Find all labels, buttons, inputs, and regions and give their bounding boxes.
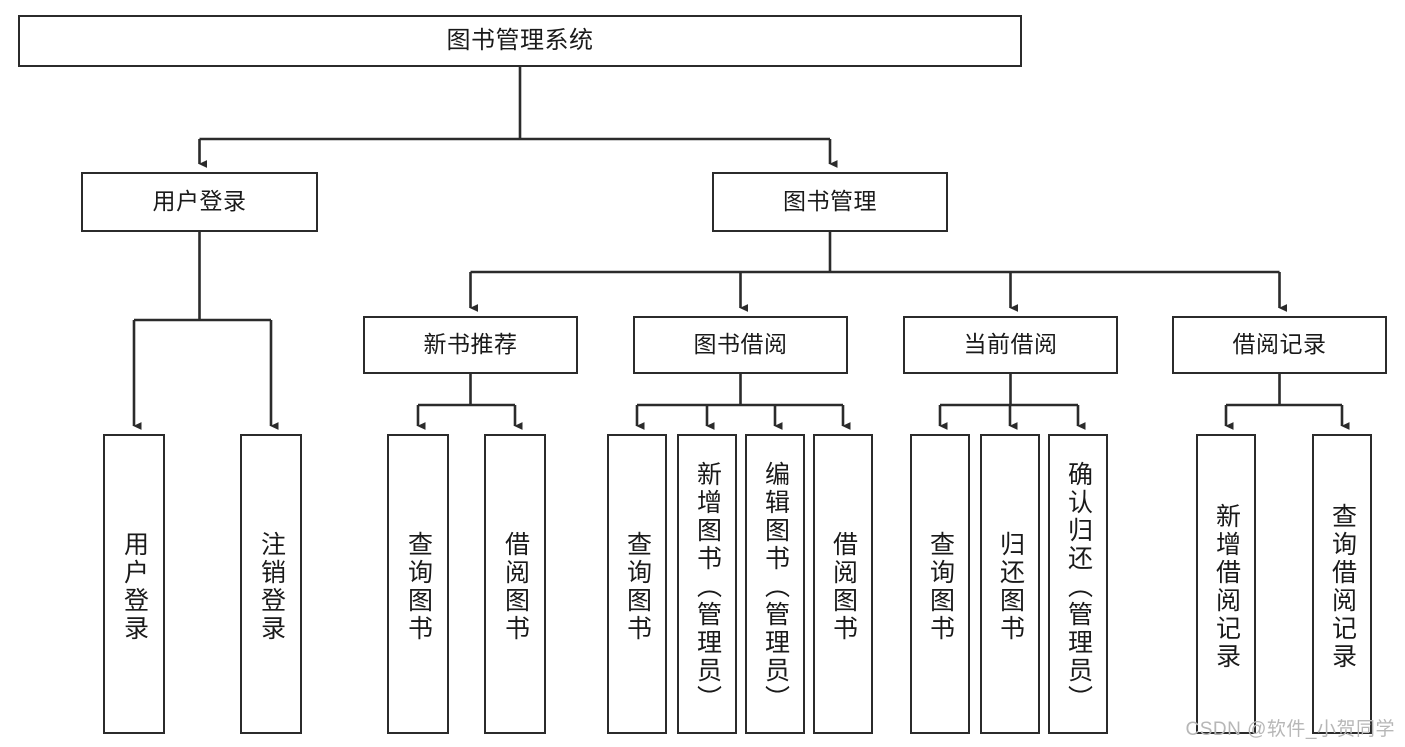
node-label: 查询借阅记录 bbox=[1328, 503, 1357, 671]
node-leaf-rec-query-book[interactable]: 查询图书 bbox=[387, 434, 449, 734]
watermark-text: CSDN @软件_小贺同学 bbox=[1185, 719, 1395, 740]
node-label: 归还图书 bbox=[996, 531, 1025, 643]
node-book-borrow[interactable]: 图书借阅 bbox=[633, 316, 848, 374]
node-label: 新增借阅记录 bbox=[1212, 503, 1241, 671]
node-leaf-logout[interactable]: 注销登录 bbox=[240, 434, 302, 734]
node-label: 图书管理系统 bbox=[446, 26, 594, 54]
node-label: 图书管理 bbox=[783, 188, 877, 215]
node-label: 借阅图书 bbox=[829, 531, 858, 643]
node-current-borrow[interactable]: 当前借阅 bbox=[903, 316, 1118, 374]
node-label: 查询图书 bbox=[404, 531, 433, 643]
node-label: 用户登录 bbox=[120, 531, 149, 643]
node-book-management[interactable]: 图书管理 bbox=[712, 172, 948, 232]
node-label: 查询图书 bbox=[623, 531, 652, 643]
node-label: 用户登录 bbox=[152, 188, 247, 215]
node-borrow-record[interactable]: 借阅记录 bbox=[1172, 316, 1387, 374]
node-leaf-bb-edit-book-admin[interactable]: 编辑图书（管理员） bbox=[745, 434, 805, 734]
node-leaf-cb-query-book[interactable]: 查询图书 bbox=[910, 434, 970, 734]
node-leaf-bb-add-book-admin[interactable]: 新增图书（管理员） bbox=[677, 434, 737, 734]
node-label: 图书借阅 bbox=[693, 331, 788, 358]
node-leaf-rec-borrow-book[interactable]: 借阅图书 bbox=[484, 434, 546, 734]
node-label: 新书推荐 bbox=[423, 331, 518, 358]
node-label: 新增图书（管理员） bbox=[693, 461, 722, 713]
node-label: 编辑图书（管理员） bbox=[761, 461, 790, 713]
node-leaf-br-query-record[interactable]: 查询借阅记录 bbox=[1312, 434, 1372, 734]
node-user-login[interactable]: 用户登录 bbox=[81, 172, 318, 232]
node-leaf-br-add-record[interactable]: 新增借阅记录 bbox=[1196, 434, 1256, 734]
node-leaf-bb-borrow-book[interactable]: 借阅图书 bbox=[813, 434, 873, 734]
node-label: 借阅图书 bbox=[501, 531, 530, 643]
node-book-management-system[interactable]: 图书管理系统 bbox=[18, 15, 1022, 67]
node-leaf-bb-query-book[interactable]: 查询图书 bbox=[607, 434, 667, 734]
node-leaf-user-login[interactable]: 用户登录 bbox=[103, 434, 165, 734]
node-new-book-recommendation[interactable]: 新书推荐 bbox=[363, 316, 578, 374]
node-label: 当前借阅 bbox=[963, 331, 1058, 358]
node-leaf-cb-return-book[interactable]: 归还图书 bbox=[980, 434, 1040, 734]
node-label: 借阅记录 bbox=[1232, 331, 1327, 358]
node-label: 查询图书 bbox=[926, 531, 955, 643]
node-label: 确认归还（管理员） bbox=[1064, 461, 1093, 713]
node-label: 注销登录 bbox=[257, 531, 286, 643]
node-leaf-cb-confirm-return-admin[interactable]: 确认归还（管理员） bbox=[1048, 434, 1108, 734]
